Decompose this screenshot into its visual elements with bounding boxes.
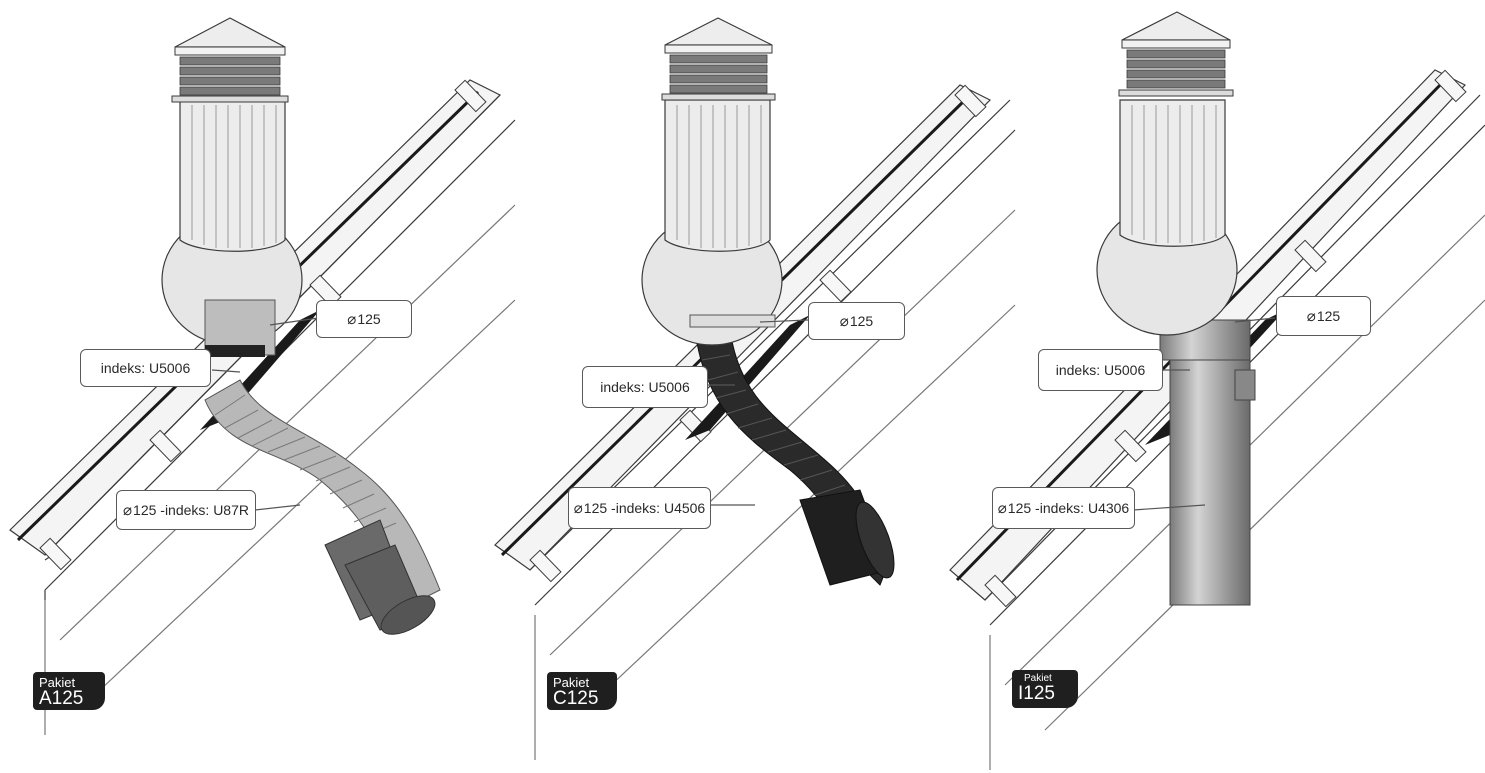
pipe-label: 125 -indeks: U87R (133, 502, 249, 518)
pipe-label: 125 -indeks: U4506 (583, 500, 706, 516)
diameter-callout: ⌀ 125 (808, 302, 905, 340)
package-badge: Pakiet C125 (547, 672, 617, 710)
panel-i125: ⌀ 125 indeks: U5006 ⌀ 125 -indeks: U4306… (945, 0, 1485, 773)
diameter-value: 125 (849, 313, 874, 329)
panel-a125: ⌀ 125 indeks: U5006 ⌀ 125 -indeks: U87R … (0, 0, 516, 773)
badge-line1: Pakiet (39, 675, 76, 690)
badge-line2: A125 (39, 688, 84, 709)
diameter-callout: ⌀ 125 (316, 300, 412, 338)
package-badge: Pakiet I125 (1012, 670, 1078, 708)
roof-vent-illustration-a (9, 17, 516, 735)
diameter-value: 125 (357, 311, 381, 327)
pipe-callout: ⌀ 125 -indeks: U4306 (992, 487, 1135, 529)
badge-line2: I125 (1018, 683, 1055, 704)
index-callout: indeks: U5006 (582, 366, 708, 408)
diameter-symbol: ⌀ (839, 313, 849, 330)
panel-c125: ⌀ 125 indeks: U5006 ⌀ 125 -indeks: U4506… (490, 0, 1016, 773)
index-callout: indeks: U5006 (80, 349, 211, 387)
badge-line1: Pakiet (553, 675, 590, 690)
index-callout: indeks: U5006 (1038, 349, 1163, 391)
roof-vent-illustration-c (494, 17, 1016, 760)
index-label: indeks: U5006 (100, 360, 191, 376)
diameter-value: 125 (1316, 308, 1341, 324)
index-label: indeks: U5006 (600, 379, 690, 395)
badge-line2: C125 (553, 688, 599, 709)
diameter-callout: ⌀ 125 (1276, 296, 1371, 336)
pipe-diameter-symbol: ⌀ (573, 500, 583, 517)
pipe-diameter-symbol: ⌀ (997, 500, 1007, 517)
pipe-callout: ⌀ 125 -indeks: U87R (116, 490, 256, 530)
pipe-label: 125 -indeks: U4306 (1007, 500, 1130, 516)
index-label: indeks: U5006 (1055, 362, 1146, 378)
diameter-symbol: ⌀ (347, 311, 357, 328)
badge-line1: Pakiet (1024, 673, 1052, 684)
package-badge: Pakiet A125 (33, 672, 105, 710)
roof-vent-illustration-i (949, 11, 1485, 770)
pipe-diameter-symbol: ⌀ (123, 502, 133, 519)
pipe-callout: ⌀ 125 -indeks: U4506 (568, 487, 711, 529)
diameter-symbol: ⌀ (1306, 308, 1316, 325)
